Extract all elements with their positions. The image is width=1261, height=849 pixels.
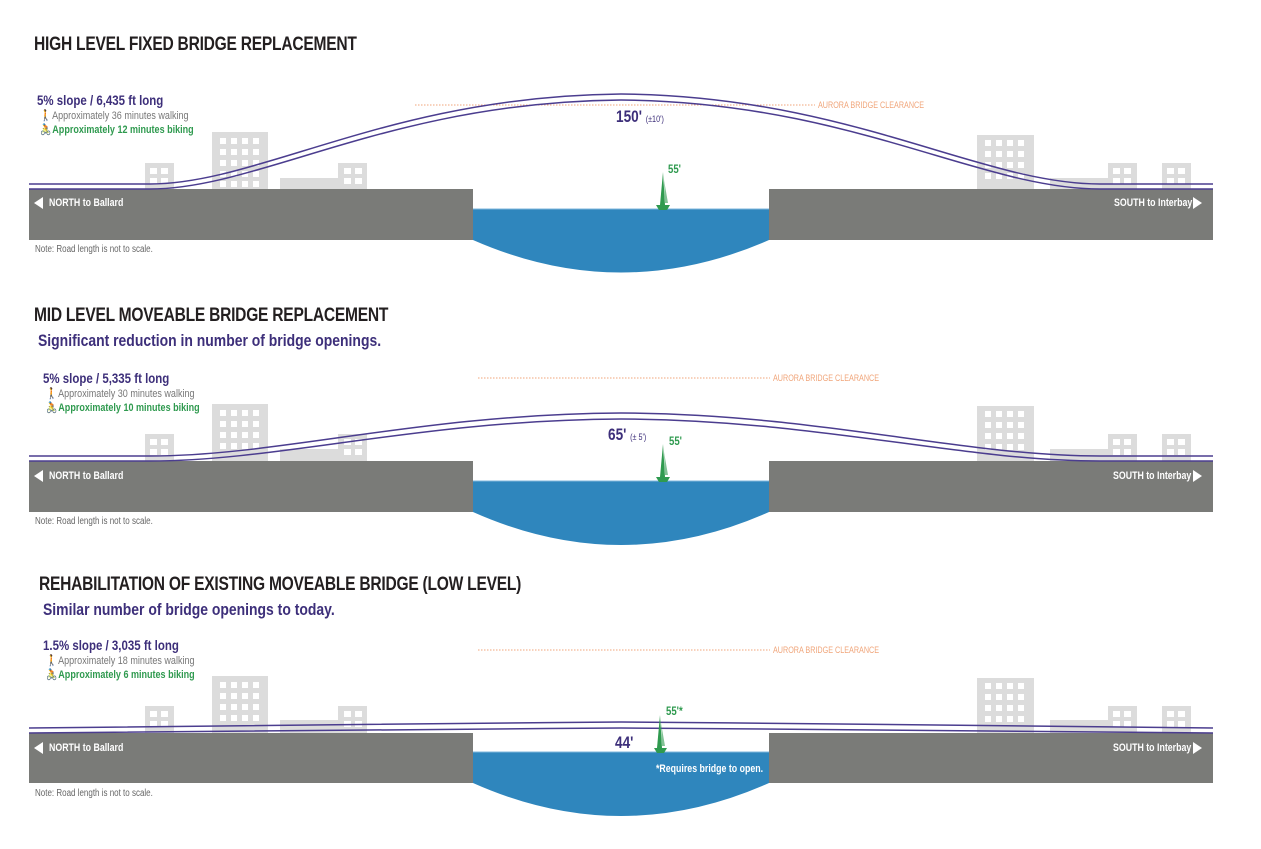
sailboat-icon: [656, 172, 670, 210]
route-info: 1.5% slope / 3,035 ft long 🚶 Approximate…: [43, 637, 195, 682]
pedestrian-icon: 🚶: [46, 655, 58, 667]
pedestrian-icon: 🚶: [46, 388, 58, 400]
panel-title: MID LEVEL MOVEABLE BRIDGE REPLACEMENT: [34, 305, 389, 326]
water: [473, 209, 769, 273]
south-label: SOUTH to Interbay: [1113, 470, 1192, 482]
panel-subtitle: Significant reduction in number of bridg…: [38, 331, 382, 350]
cyclist-icon: 🚴: [46, 669, 58, 681]
slope-length: 5% slope / 5,335 ft long: [43, 370, 170, 386]
scale-note: Note: Road length is not to scale.: [35, 516, 153, 527]
biking-time: Approximately 12 minutes biking: [52, 124, 194, 136]
bridge-height: 65' (± 5'): [608, 425, 647, 444]
arrow-right-icon: [1193, 470, 1202, 482]
panel-title: REHABILITATION OF EXISTING MOVEABLE BRID…: [39, 574, 522, 595]
bridge-deck-bottom: [29, 418, 1213, 462]
requires-opening-footnote: *Requires bridge to open.: [656, 763, 764, 775]
south-label: SOUTH to Interbay: [1114, 197, 1193, 209]
walking-time: Approximately 30 minutes walking: [58, 388, 195, 400]
arrow-right-icon: [1193, 197, 1202, 209]
north-label: NORTH to Ballard: [49, 197, 124, 209]
aurora-clearance-label: AURORA BRIDGE CLEARANCE: [773, 373, 880, 383]
arrow-left-icon: [34, 742, 43, 754]
bridge-deck-bottom: [29, 99, 1213, 190]
bridge-tolerance: (±10'): [645, 114, 664, 124]
sailboat-icon: [656, 444, 670, 482]
arrow-right-icon: [1193, 742, 1202, 754]
water: [473, 752, 769, 816]
arrow-left-icon: [34, 470, 43, 482]
scale-note: Note: Road length is not to scale.: [35, 244, 153, 255]
slope-length: 1.5% slope / 3,035 ft long: [43, 637, 179, 653]
panel-high-level: HIGH LEVEL FIXED BRIDGE REPLACEMENT 5% s…: [0, 0, 1261, 290]
panel-title: HIGH LEVEL FIXED BRIDGE REPLACEMENT: [34, 34, 357, 55]
cyclist-icon: 🚴: [46, 402, 58, 414]
bridge-height: 150' (±10'): [616, 107, 664, 126]
slope-length: 5% slope / 6,435 ft long: [37, 92, 164, 108]
road-south: [769, 733, 1213, 783]
north-label: NORTH to Ballard: [49, 742, 124, 754]
bridge-scene-mid: [29, 377, 1213, 545]
road-north: [29, 189, 473, 240]
arrow-left-icon: [34, 197, 43, 209]
bridge-deck-top: [29, 412, 1213, 457]
road-north: [29, 461, 473, 512]
walking-time: Approximately 36 minutes walking: [52, 110, 189, 122]
water: [473, 481, 769, 545]
aurora-clearance-label: AURORA BRIDGE CLEARANCE: [818, 100, 925, 110]
boat-height: 55'*: [666, 704, 683, 718]
aurora-clearance-label: AURORA BRIDGE CLEARANCE: [773, 645, 880, 655]
walking-time: Approximately 18 minutes walking: [58, 655, 195, 667]
route-info: 5% slope / 6,435 ft long 🚶 Approximately…: [37, 92, 194, 137]
pedestrian-icon: 🚶: [40, 110, 52, 122]
biking-time: Approximately 6 minutes biking: [58, 669, 195, 681]
road-north: [29, 733, 473, 783]
biking-time: Approximately 10 minutes biking: [58, 402, 200, 414]
north-label: NORTH to Ballard: [49, 470, 124, 482]
bridge-deck-top: [29, 93, 1213, 185]
bridge-tolerance: (± 5'): [630, 432, 647, 442]
scale-note: Note: Road length is not to scale.: [35, 788, 153, 799]
bridge-scene-high: [29, 93, 1213, 273]
route-info: 5% slope / 5,335 ft long 🚶 Approximately…: [43, 370, 200, 415]
bridge-deck-bottom: [28, 727, 1214, 734]
boat-height: 55': [668, 162, 681, 176]
sailboat-icon: [654, 715, 667, 753]
south-label: SOUTH to Interbay: [1113, 742, 1192, 754]
road-south: [769, 189, 1213, 240]
panel-mid-level: MID LEVEL MOVEABLE BRIDGE REPLACEMENT Si…: [29, 305, 1213, 545]
road-south: [769, 461, 1213, 512]
bridge-deck-top: [28, 721, 1214, 729]
panel-subtitle: Similar number of bridge openings to tod…: [43, 600, 335, 619]
boat-height: 55': [669, 434, 682, 448]
cyclist-icon: 🚴: [40, 124, 52, 136]
bridge-height: 44': [615, 733, 634, 752]
